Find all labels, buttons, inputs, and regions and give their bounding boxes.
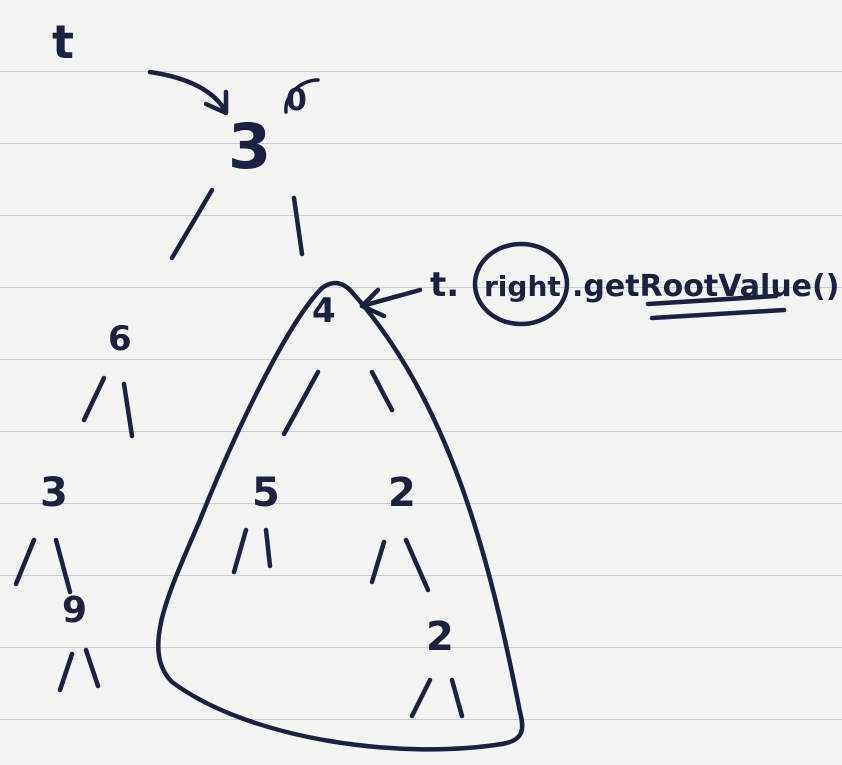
right-node-2: 2 [388, 470, 416, 516]
edge-2-right [403, 537, 431, 593]
annotation-arrowhead [359, 287, 387, 319]
annotation-circled-word: right [484, 270, 561, 303]
right-node-2-child: 2 [426, 614, 454, 660]
right-node-5: 5 [252, 470, 280, 516]
subtree-triangle [156, 280, 525, 752]
edge-2b-right [449, 677, 465, 719]
edge-4-right [369, 369, 395, 413]
left-node-3: 3 [40, 470, 68, 516]
edge-root-left [169, 187, 215, 261]
edge-4-left [281, 369, 321, 437]
edge-5-left [231, 527, 249, 575]
edge-3-right [53, 537, 73, 595]
annotation-underline-1 [645, 293, 779, 307]
root-marker-loop [284, 78, 320, 114]
edge-6-left [81, 375, 107, 423]
left-node-9: 9 [62, 590, 87, 631]
edge-root-right [291, 195, 305, 257]
annotation-circle [472, 241, 570, 327]
edge-3-left [13, 537, 37, 587]
variable-t-label: t [52, 15, 74, 69]
annotation-underline-2 [649, 307, 787, 321]
edge-2-left [369, 539, 387, 585]
root-node-value: 3 [228, 110, 271, 183]
edge-5-right [263, 527, 273, 569]
annotation-receiver: t. [430, 265, 459, 305]
edge-2b-left [409, 677, 433, 719]
pointer-arrowhead-t [203, 89, 229, 116]
edge-9-right [83, 647, 101, 689]
edge-6-right [121, 381, 135, 439]
right-root-node-4: 4 [312, 291, 336, 331]
edge-9-left [57, 651, 75, 693]
left-node-6: 6 [108, 319, 132, 359]
pointer-arrow-t [147, 69, 229, 115]
annotation-arrow [359, 287, 423, 309]
